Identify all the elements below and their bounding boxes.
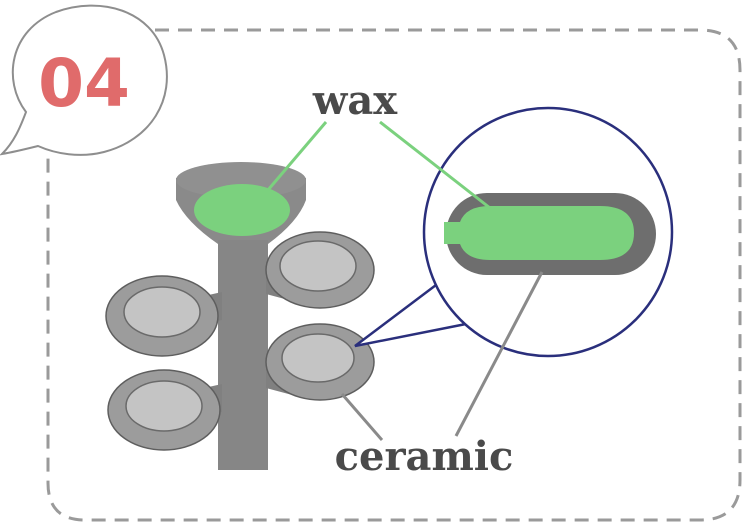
ring-upper-right — [265, 231, 375, 309]
speech-bubble — [0, 4, 168, 156]
magnifier-pointer — [354, 281, 467, 348]
ceramic-label: ceramic — [335, 433, 514, 480]
wax-leader-left — [266, 121, 328, 191]
magnifier-callout — [354, 106, 674, 358]
funnel-rim — [176, 162, 306, 198]
dashed-frame — [46, 28, 742, 522]
ring-lower-right — [265, 323, 375, 401]
step-badge: 04 — [0, 4, 168, 156]
wax-core-section — [444, 206, 634, 260]
step-number: 04 — [38, 45, 130, 122]
ring-lower-left — [107, 369, 221, 451]
wax-top — [194, 184, 290, 236]
ring-upper-left — [105, 275, 219, 357]
ceramic-leader-ring — [340, 393, 384, 441]
ceramic-leader-magnifier — [454, 271, 544, 437]
wax-label: wax — [312, 77, 398, 124]
wax-leader-right — [379, 120, 491, 210]
tree-trunk — [218, 240, 268, 470]
